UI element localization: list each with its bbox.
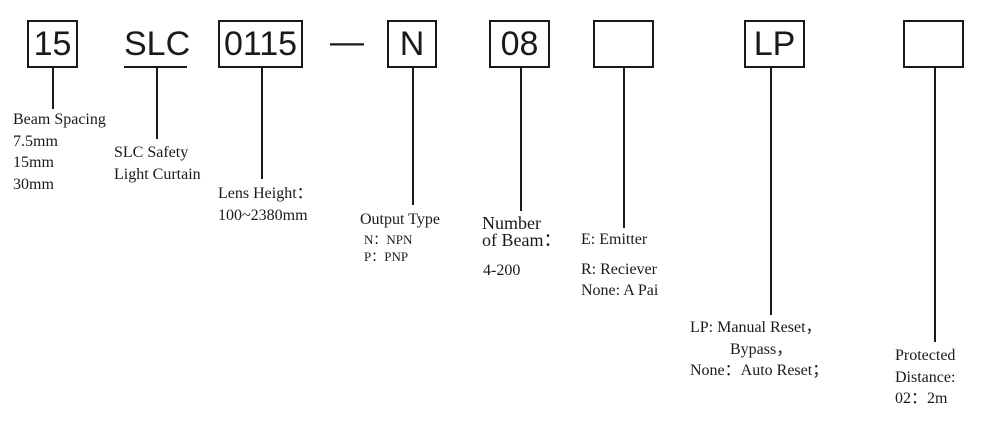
reset-type-code-box: LP	[744, 20, 805, 68]
reset-type-leader	[770, 68, 772, 315]
output-type-title: Output Type	[360, 211, 440, 228]
lens-height-range: 100~2380mm	[218, 206, 308, 224]
output-type-description: Output Type N：NPN P：PNP	[360, 209, 440, 266]
series-code-text: SLC	[124, 25, 191, 63]
output-type-option: N：NPN	[364, 231, 413, 247]
beam-spacing-code-box: 15	[27, 20, 78, 68]
number-of-beam-description: Number of Beam：	[482, 213, 562, 251]
lens-height-code-box: 0115	[218, 20, 303, 68]
number-of-beam-leader	[520, 68, 522, 211]
number-of-beam-title: Number	[482, 213, 541, 233]
reset-type-line: LP: Manual Reset，	[690, 319, 822, 336]
reset-type-line: Bypass，	[730, 340, 793, 358]
protected-distance-line: Protected	[895, 347, 956, 364]
lens-height-leader	[261, 68, 263, 179]
series-underline	[124, 66, 187, 68]
beam-spacing-option: 7.5mm	[13, 132, 58, 150]
protected-distance-leader	[934, 68, 936, 342]
series-code: SLC	[124, 27, 190, 61]
protected-distance-code-box	[903, 20, 964, 68]
output-type-code: N	[399, 25, 425, 63]
emitter-receiver-option: R: Reciever	[581, 260, 657, 278]
lens-height-title: Lens Height：	[218, 185, 313, 202]
reset-type-code: LP	[753, 25, 796, 63]
reset-type-description: LP: Manual Reset， Bypass， None：Auto Rese…	[690, 317, 828, 382]
dash-text: —	[330, 23, 364, 61]
emitter-receiver-option: E: Emitter	[581, 231, 648, 248]
emitter-receiver-description: E: Emitter R: Reciever None: A Pai	[581, 229, 658, 302]
protected-distance-line: 02：2m	[895, 390, 948, 408]
number-of-beam-range: 4-200	[483, 262, 521, 279]
number-of-beam-title: of Beam：	[482, 230, 562, 251]
number-of-beam-code-box: 08	[489, 20, 550, 68]
emitter-receiver-code-box	[593, 20, 654, 68]
output-type-option: P：PNP	[364, 249, 409, 265]
beam-spacing-title: Beam Spacing	[13, 111, 106, 128]
lens-height-code: 0115	[223, 25, 298, 63]
series-line: SLC Safety	[114, 144, 189, 161]
beam-spacing-option: 15mm	[13, 154, 54, 172]
output-type-leader	[412, 68, 414, 205]
beam-spacing-leader	[52, 68, 54, 109]
dash-separator: —	[330, 25, 364, 59]
beam-spacing-code: 15	[33, 25, 72, 63]
protected-distance-description: Protected Distance: 02：2m	[895, 345, 955, 410]
beam-spacing-description: Beam Spacing 7.5mm 15mm 30mm	[13, 109, 106, 195]
output-type-code-box: N	[387, 20, 437, 68]
protected-distance-line: Distance:	[895, 368, 956, 386]
number-of-beam-code: 08	[500, 25, 539, 63]
emitter-receiver-leader	[623, 68, 625, 228]
reset-type-line: None：Auto Reset；	[690, 362, 829, 380]
beam-spacing-option: 30mm	[13, 175, 54, 193]
series-line: Light Curtain	[114, 165, 201, 183]
lens-height-description: Lens Height： 100~2380mm	[218, 183, 313, 226]
series-description: SLC Safety Light Curtain	[114, 142, 201, 185]
series-leader	[156, 67, 158, 139]
emitter-receiver-option: None: A Pai	[581, 282, 659, 300]
